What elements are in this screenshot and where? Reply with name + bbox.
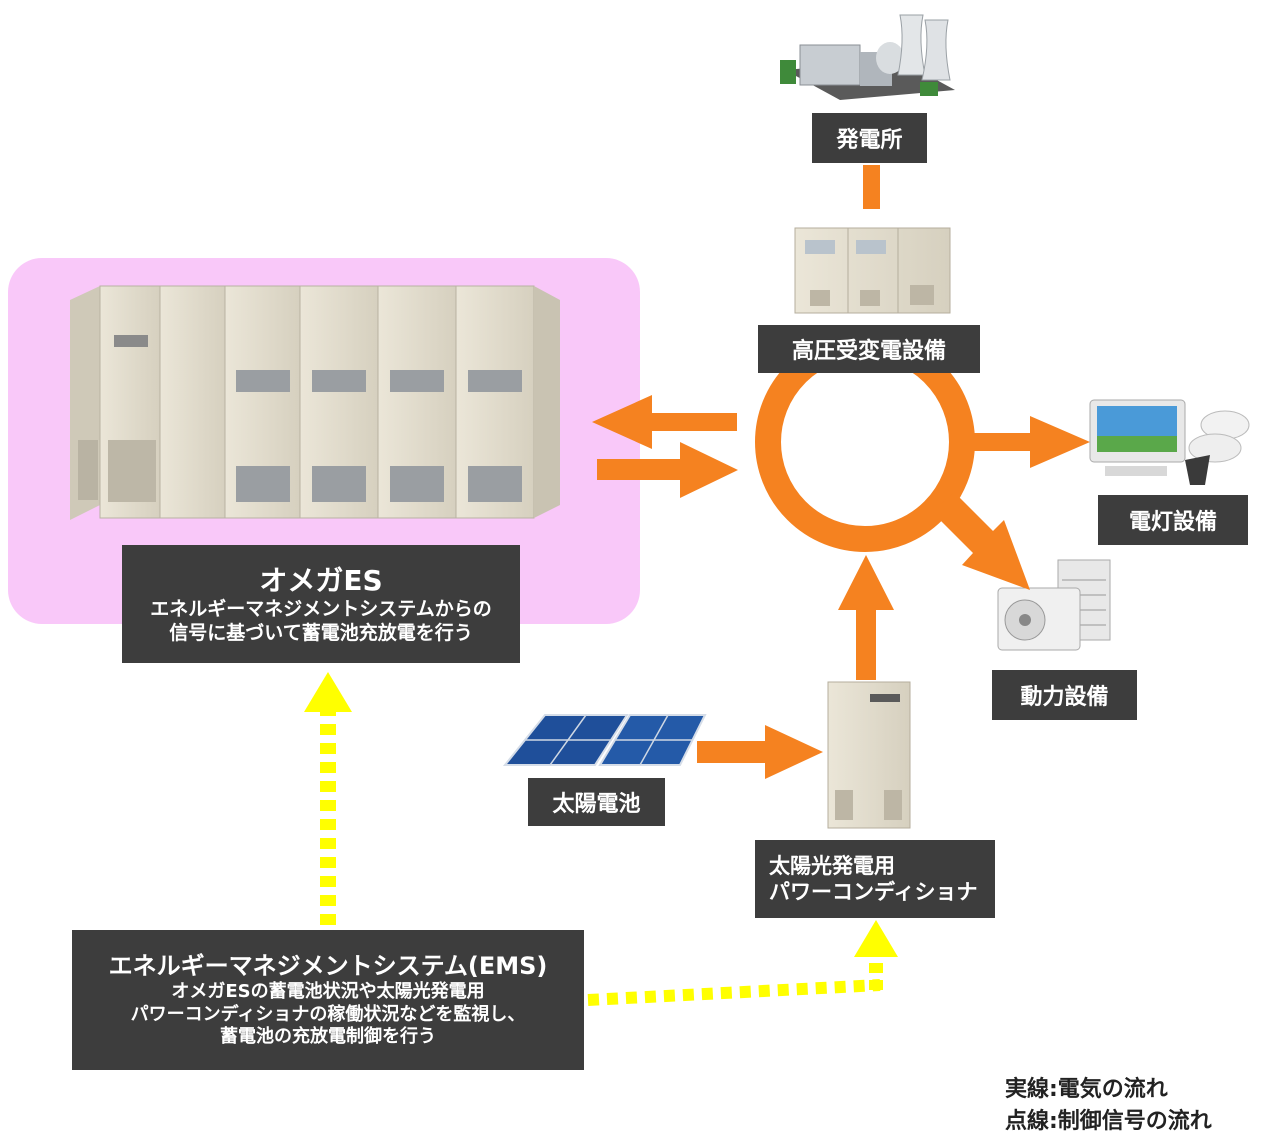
omega-es-desc-line1: エネルギーマネジメントシステムからの: [150, 597, 492, 620]
arrow-to-lighting: [960, 416, 1090, 468]
solar-panel-image: [502, 714, 707, 766]
signal-flow-lines: [304, 672, 898, 1006]
power-equipment-image: [997, 559, 1111, 651]
plant-to-substation-line: [863, 165, 880, 209]
substation-image: [794, 227, 951, 314]
solar-cell-label: 太陽電池: [528, 778, 665, 826]
arrow-to-omega-es: [592, 395, 737, 449]
omega-es-cabinet-image: [70, 285, 560, 520]
omega-es-label: オメガES エネルギーマネジメントシステムからの 信号に基づいて蓄電池充放電を行…: [122, 545, 520, 663]
power-flow-lines: [592, 165, 1090, 779]
substation-label: 高圧受変電設備: [758, 325, 980, 373]
legend-dotted-line: 点線:制御信号の流れ: [1005, 1109, 1212, 1134]
arrow-from-omega-es: [597, 442, 738, 498]
power-conditioner-image: [827, 681, 911, 829]
power-plant-label: 発電所: [812, 113, 927, 163]
arrow-pcs-to-ring: [838, 555, 894, 680]
omega-es-title: オメガES: [259, 563, 383, 597]
arrow-solar-to-pcs: [697, 725, 823, 779]
signal-arrowhead-omega: [304, 672, 352, 712]
power-plant-image: [780, 14, 955, 100]
lighting-equipment-image: [1089, 399, 1250, 485]
legend: 実線:電気の流れ 点線:制御信号の流れ: [1005, 1074, 1212, 1138]
arrow-to-power-equipment: [940, 492, 1030, 590]
ems-label: エネルギーマネジメントシステム(EMS) オメガESの蓄電池状況や太陽光発電用 …: [72, 930, 584, 1070]
ems-desc-line2: パワーコンディショナの稼働状況などを監視し、: [130, 1003, 526, 1025]
power-conditioner-label-line1: 太陽光発電用: [769, 853, 895, 878]
power-conditioner-label-line2: パワーコンディショナ: [769, 880, 978, 904]
power-conditioner-label: 太陽光発電用 パワーコンディショナ: [755, 840, 995, 918]
legend-solid-line: 実線:電気の流れ: [1005, 1077, 1168, 1102]
ems-to-pcs-signal-horizontal: [587, 979, 881, 1006]
ems-title: エネルギーマネジメントシステム(EMS): [108, 952, 548, 981]
distribution-ring: [755, 332, 975, 552]
signal-arrowhead-pcs: [854, 920, 898, 957]
power-equipment-label: 動力設備: [992, 670, 1137, 720]
omega-es-desc-line2: 信号に基づいて蓄電池充放電を行う: [169, 621, 473, 644]
ems-desc-line1: オメガESの蓄電池状況や太陽光発電用: [171, 981, 485, 1003]
lighting-label: 電灯設備: [1098, 495, 1248, 545]
ems-desc-line3: 蓄電池の充放電制御を行う: [220, 1026, 436, 1048]
